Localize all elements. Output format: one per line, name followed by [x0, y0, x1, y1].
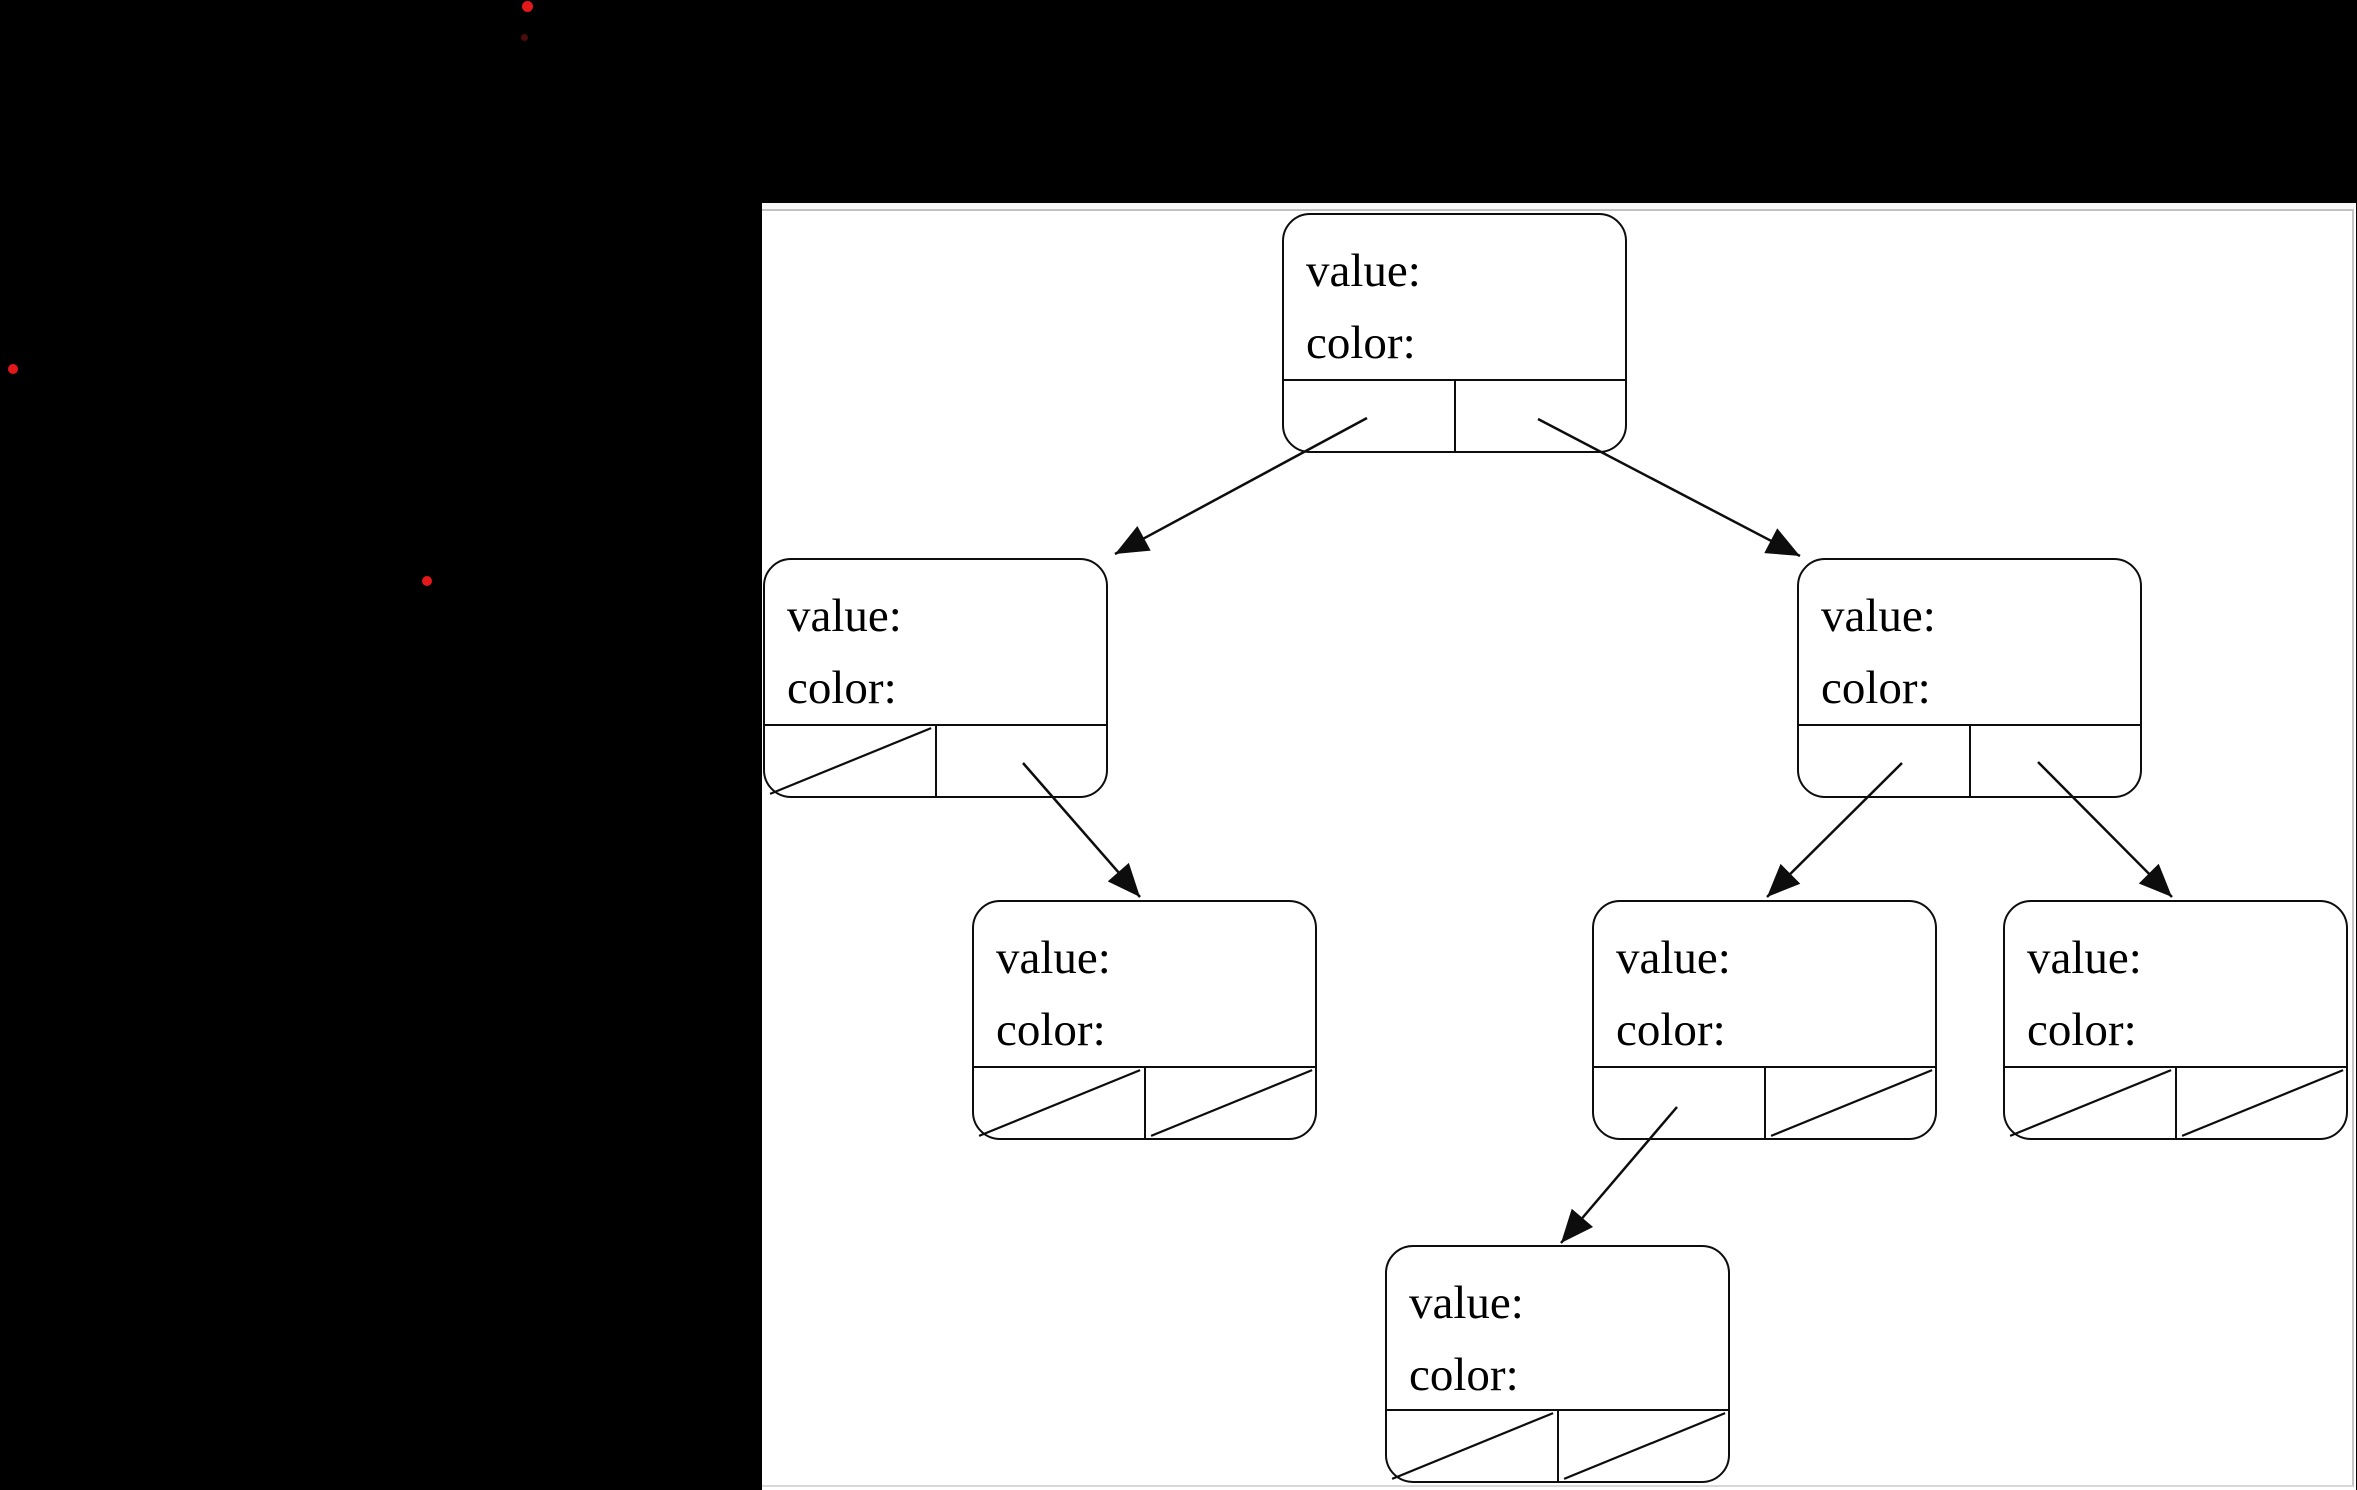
left-pointer-cell [1284, 381, 1456, 451]
pointer-row [974, 1066, 1315, 1138]
color-field-label: color: [1616, 1004, 1726, 1056]
left-pointer-cell-null [1387, 1411, 1559, 1481]
value-field-label: value: [1409, 1277, 1524, 1329]
red-dot-marker [8, 364, 18, 374]
value-field-label: value: [787, 590, 902, 642]
tree-node-right-right: value: color: [2003, 900, 2348, 1140]
right-pointer-cell-null [2177, 1068, 2347, 1138]
null-slash-icon [1766, 1068, 1936, 1138]
left-pointer-cell [1799, 726, 1971, 796]
null-slash-icon [1146, 1068, 1316, 1138]
red-dot-marker [522, 1, 533, 12]
tree-node-right-left: value: color: [1592, 900, 1937, 1140]
null-slash-icon [2005, 1068, 2175, 1138]
pointer-row [1387, 1409, 1728, 1481]
left-pointer-cell-null [974, 1068, 1146, 1138]
tree-node-right: value: color: [1797, 558, 2142, 798]
null-slash-icon [1387, 1411, 1557, 1481]
node-fields: value: color: [765, 560, 1106, 728]
red-dot-marker [422, 576, 432, 586]
value-field-label: value: [2027, 932, 2142, 984]
null-slash-icon [1559, 1411, 1729, 1481]
right-pointer-cell [937, 726, 1107, 796]
color-field-label: color: [1409, 1349, 1519, 1401]
red-dot-marker [521, 34, 528, 41]
color-field-label: color: [1306, 317, 1416, 369]
value-field-label: value: [1821, 590, 1936, 642]
tree-node-left: value: color: [763, 558, 1108, 798]
tree-node-right-left-left: value: color: [1385, 1245, 1730, 1483]
panel-top-strip [762, 203, 2356, 209]
null-slash-icon [2177, 1068, 2347, 1138]
pointer-row [2005, 1066, 2346, 1138]
right-pointer-cell-null [1766, 1068, 1936, 1138]
node-fields: value: color: [974, 902, 1315, 1070]
tree-node-root: value: color: [1282, 213, 1627, 453]
node-fields: value: color: [2005, 902, 2346, 1070]
right-pointer-cell-null [1559, 1411, 1729, 1481]
null-slash-icon [765, 726, 935, 796]
right-pointer-cell [1971, 726, 2141, 796]
value-field-label: value: [1616, 932, 1731, 984]
pointer-row [765, 724, 1106, 796]
left-pointer-cell-null [2005, 1068, 2177, 1138]
node-fields: value: color: [1284, 215, 1625, 383]
value-field-label: value: [1306, 245, 1421, 297]
color-field-label: color: [2027, 1004, 2137, 1056]
pointer-row [1284, 379, 1625, 451]
tree-node-left-right: value: color: [972, 900, 1317, 1140]
node-fields: value: color: [1387, 1247, 1728, 1415]
node-fields: value: color: [1799, 560, 2140, 728]
value-field-label: value: [996, 932, 1111, 984]
left-pointer-cell-null [765, 726, 937, 796]
pointer-row [1799, 724, 2140, 796]
pointer-row [1594, 1066, 1935, 1138]
right-pointer-cell [1456, 381, 1626, 451]
null-slash-icon [974, 1068, 1144, 1138]
node-fields: value: color: [1594, 902, 1935, 1070]
left-pointer-cell [1594, 1068, 1766, 1138]
diagram-panel: value: color: value: color: [762, 203, 2356, 1490]
color-field-label: color: [1821, 662, 1931, 714]
color-field-label: color: [787, 662, 897, 714]
right-pointer-cell-null [1146, 1068, 1316, 1138]
color-field-label: color: [996, 1004, 1106, 1056]
